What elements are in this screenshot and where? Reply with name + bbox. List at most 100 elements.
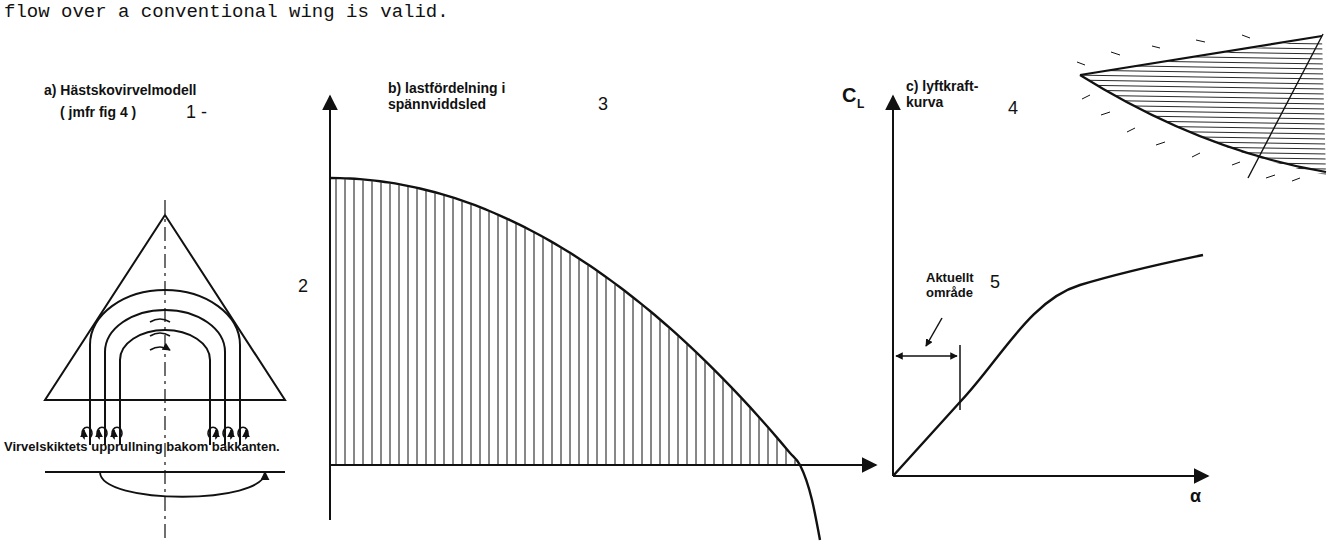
hatch-stroke bbox=[345, 179, 346, 465]
hatch-stroke bbox=[1070, 45, 1328, 49]
hatch-stroke bbox=[534, 233, 535, 465]
hatch-stroke bbox=[1070, 80, 1328, 84]
wing-edge bbox=[1248, 34, 1323, 178]
hatch-stroke bbox=[795, 460, 796, 465]
hatch-stroke bbox=[381, 182, 382, 465]
lift-curve bbox=[893, 96, 1208, 476]
hatch-stroke bbox=[399, 185, 400, 465]
load-distribution bbox=[330, 96, 876, 540]
hatch-stroke bbox=[1070, 100, 1328, 104]
wing-edge bbox=[1080, 75, 1326, 172]
hatch-stroke bbox=[417, 189, 418, 465]
hatch-stroke bbox=[741, 398, 742, 465]
callout-number: 4 bbox=[1008, 98, 1018, 119]
hatch-stroke bbox=[1070, 165, 1328, 169]
vortex-curl bbox=[223, 427, 233, 438]
hatch-stroke bbox=[1070, 155, 1328, 159]
wing-edge bbox=[1080, 36, 1322, 75]
vortex-curl bbox=[208, 427, 218, 438]
caption-text: Virvelskiktets upprullning bakom bakkant… bbox=[4, 440, 280, 455]
hatch-stroke bbox=[552, 243, 553, 465]
hatch-stroke bbox=[669, 328, 670, 465]
vortex-curl bbox=[97, 427, 107, 438]
hatch-stroke bbox=[1070, 65, 1328, 69]
vortex-curl bbox=[112, 427, 122, 438]
hatch-stroke bbox=[480, 208, 481, 465]
hatch-stroke bbox=[1070, 145, 1328, 149]
bound-vortex-arrows bbox=[150, 319, 170, 350]
hatch-stroke bbox=[606, 278, 607, 465]
range-arrow bbox=[896, 355, 957, 357]
hatch-stroke bbox=[777, 439, 778, 465]
hatch-stroke bbox=[570, 254, 571, 465]
hatch-stroke bbox=[336, 179, 337, 465]
trailing-edge-line bbox=[45, 471, 285, 473]
panel-title: c) lyftkraft- kurva bbox=[906, 78, 1006, 110]
hatch-stroke bbox=[1070, 175, 1328, 179]
load-curve bbox=[330, 178, 820, 540]
hatch-stroke bbox=[390, 184, 391, 465]
hatch-stroke bbox=[1070, 115, 1328, 119]
hatch-stroke bbox=[435, 193, 436, 465]
hatch-stroke bbox=[516, 224, 517, 465]
hatch-stroke bbox=[1070, 120, 1328, 124]
x-axis bbox=[330, 464, 876, 466]
hatch-stroke bbox=[678, 336, 679, 465]
range-tick bbox=[959, 345, 961, 410]
callout-number: 2 bbox=[298, 276, 308, 297]
hatch-stroke bbox=[363, 180, 364, 465]
axis-label: C bbox=[842, 84, 856, 107]
hatch-stroke bbox=[1070, 170, 1328, 174]
hatch-stroke bbox=[507, 220, 508, 465]
leader-arrow bbox=[926, 318, 942, 346]
hatch-stroke bbox=[597, 272, 598, 465]
hatch-stroke bbox=[768, 428, 769, 465]
hatch-stroke bbox=[1070, 125, 1328, 129]
panel-title: b) lastfördelning i spännviddsled bbox=[388, 80, 538, 112]
sketch-strokes bbox=[1082, 95, 1300, 181]
hatch-stroke bbox=[705, 362, 706, 465]
x-axis bbox=[893, 475, 1208, 477]
hatch-stroke bbox=[624, 291, 625, 465]
hatch-stroke bbox=[1070, 50, 1328, 54]
vortex-curl bbox=[82, 427, 92, 438]
cl-curve bbox=[893, 255, 1203, 476]
callout-number: 1 - bbox=[186, 102, 207, 123]
hatch-stroke bbox=[588, 265, 589, 465]
hatch-stroke bbox=[633, 298, 634, 465]
hatch-stroke bbox=[687, 345, 688, 465]
y-axis bbox=[329, 96, 331, 520]
delta-wing-sketch bbox=[1070, 34, 1328, 181]
sketch-strokes bbox=[1077, 35, 1250, 65]
note-text: flow over a conventional wing is valid. bbox=[4, 2, 449, 24]
hatch-stroke bbox=[615, 285, 616, 465]
panel-title: a) Hästskovirvelmodell bbox=[44, 82, 197, 98]
hatch-stroke bbox=[723, 380, 724, 465]
hatch-stroke bbox=[651, 313, 652, 465]
hatch-stroke bbox=[372, 181, 373, 465]
hatch-stroke bbox=[444, 196, 445, 465]
hatch-stroke bbox=[462, 202, 463, 465]
wing-hatching bbox=[1070, 40, 1328, 179]
hatch-stroke bbox=[1070, 105, 1328, 109]
hatch-stroke bbox=[579, 260, 580, 465]
hatch-stroke bbox=[1070, 85, 1328, 89]
load-hatching bbox=[336, 179, 795, 465]
vortex-curls bbox=[82, 427, 248, 438]
hatch-stroke bbox=[498, 216, 499, 465]
hatch-stroke bbox=[714, 371, 715, 465]
rollup-loop bbox=[100, 472, 265, 497]
horseshoe-vortex bbox=[105, 310, 225, 445]
hatch-stroke bbox=[1070, 130, 1328, 134]
hatch-stroke bbox=[759, 418, 760, 465]
axis-label: α bbox=[1190, 486, 1201, 507]
hatch-stroke bbox=[750, 408, 751, 465]
hatch-stroke bbox=[696, 353, 697, 465]
hatch-stroke bbox=[471, 205, 472, 465]
hatch-stroke bbox=[660, 320, 661, 465]
hatch-stroke bbox=[408, 187, 409, 465]
horseshoe-model bbox=[45, 200, 285, 540]
y-axis bbox=[892, 96, 894, 476]
